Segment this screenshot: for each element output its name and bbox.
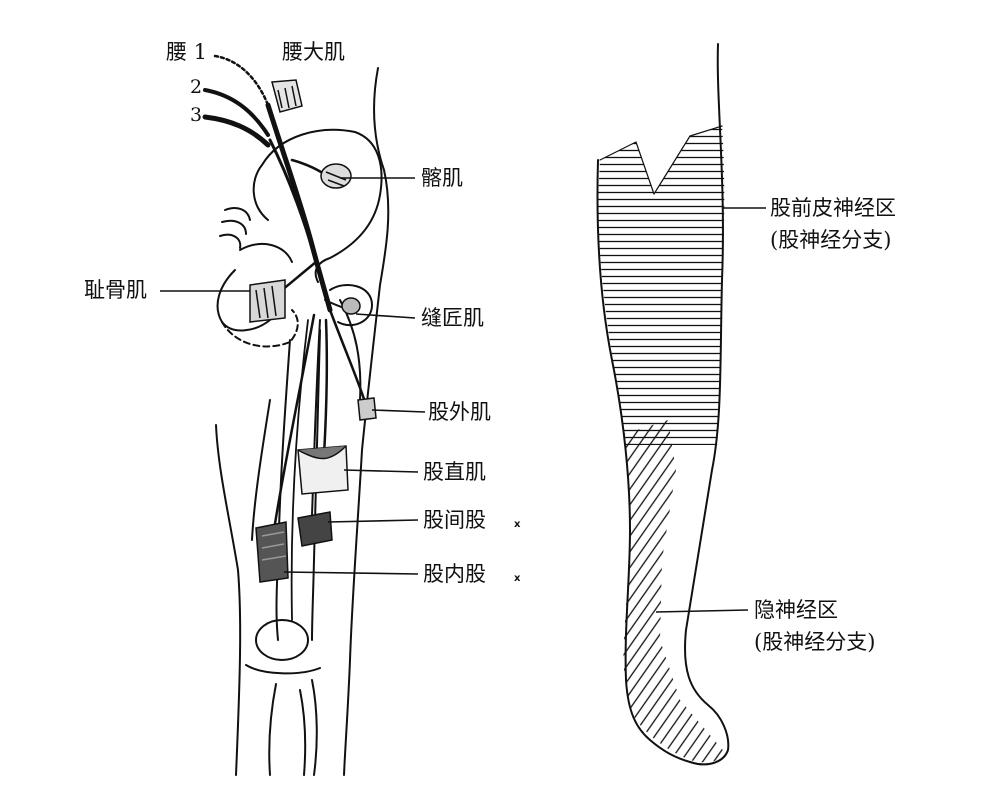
branch-medialis xyxy=(272,313,316,532)
medialis-stump xyxy=(255,521,289,583)
branch-vastus-lateralis xyxy=(328,308,368,407)
femur-medial xyxy=(275,339,291,641)
leader-saphenous xyxy=(655,609,749,613)
leg-outline-medial xyxy=(596,159,691,763)
leader-vastus-lateralis xyxy=(371,409,426,413)
leader-rectus xyxy=(343,469,419,473)
thigh-medial-outline xyxy=(215,424,242,776)
pectineus-label: 耻骨肌 xyxy=(84,278,147,302)
vastus-intermedius-label: 股间股 xyxy=(423,508,486,532)
pelvis-outline xyxy=(261,128,383,283)
vastus-intermedius-mark: x xyxy=(514,519,521,530)
lumbar-root-2-label: 2 xyxy=(190,76,203,98)
leg-outline-lateral xyxy=(684,43,730,766)
sartorius-label: 缝匠肌 xyxy=(421,306,484,330)
vastus-medialis-label: 股内股 xyxy=(423,562,486,586)
ilium-inner xyxy=(252,164,269,221)
leader-sartorius xyxy=(355,313,416,319)
iliacus-label: 髂肌 xyxy=(421,166,463,190)
saphenous-area-label: 隐神经区 xyxy=(754,598,838,622)
tibia-medial xyxy=(268,683,277,776)
patella xyxy=(255,619,309,661)
sartorius-stump xyxy=(341,297,361,315)
thigh-lateral-outline xyxy=(343,67,390,776)
knee-joint xyxy=(245,664,321,675)
leader-intermedius xyxy=(327,519,419,523)
hip-joint xyxy=(329,284,373,327)
lumbar-root-1-label: 腰 1 xyxy=(166,40,208,64)
branch-intermedius xyxy=(311,319,321,516)
lumbar-root-3-label: 3 xyxy=(190,104,203,126)
vastus-lateralis-label: 股外肌 xyxy=(428,400,491,424)
intermedius-stump xyxy=(297,511,333,547)
vastus-medialis-mark: x xyxy=(514,573,521,584)
saphenous-nerve xyxy=(290,319,309,621)
anterior-cutaneous-source-label: (股神经分支) xyxy=(770,228,892,252)
leader-medialis xyxy=(283,571,419,575)
lumbar-root-2 xyxy=(203,88,270,137)
tibia-lateral xyxy=(311,679,318,776)
saphenous-source-label: (股神经分支) xyxy=(754,630,876,654)
rectus-femoris-label: 股直肌 xyxy=(423,460,486,484)
anterior-cutaneous-area xyxy=(598,126,729,445)
vastus-lateralis-stump xyxy=(357,397,377,421)
anterior-cutaneous-area-label: 股前皮神经区 xyxy=(770,196,896,220)
saphenous-area xyxy=(598,420,729,763)
psoas-major-label: 腰大肌 xyxy=(282,40,345,64)
branch-rectus xyxy=(322,318,329,457)
lumbar-root-3 xyxy=(202,114,271,148)
lumbar-root-1 xyxy=(213,54,270,107)
